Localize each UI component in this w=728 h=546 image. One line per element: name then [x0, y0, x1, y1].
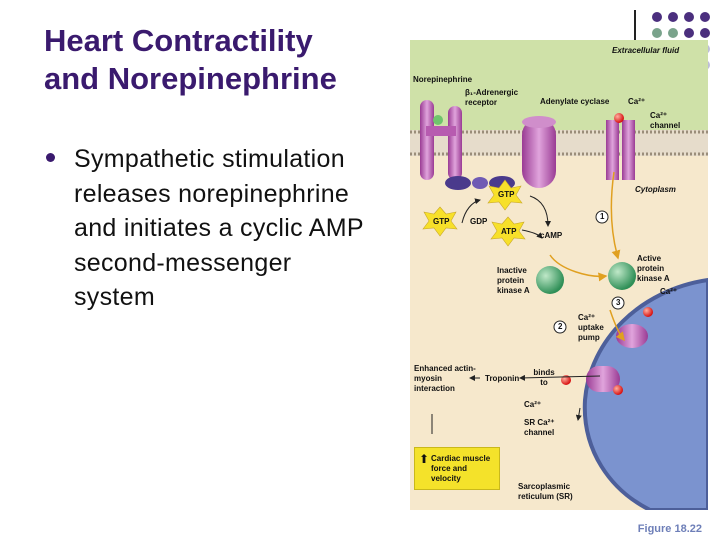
- lbl-step-2: 2: [558, 322, 563, 331]
- adenylate-cyclase: [522, 116, 556, 188]
- sarcoplasmic-reticulum: [582, 277, 708, 510]
- slide-title: Heart Contractility and Norepinephrine: [44, 22, 337, 98]
- lbl-ca-pka: Ca²⁺: [660, 287, 678, 296]
- lbl-camp: cAMP: [540, 231, 563, 240]
- step-1-circle: [595, 210, 609, 224]
- lbl-enhanced: Enhanced actin-myosin interaction: [414, 364, 476, 393]
- active-pka: [608, 262, 636, 290]
- gtp-burst-left: [422, 206, 458, 237]
- lbl-troponin: Troponin: [485, 374, 520, 383]
- lbl-ca-top: Ca²⁺: [628, 97, 646, 106]
- ca-channel: [606, 113, 635, 180]
- atp-burst: [490, 216, 526, 247]
- step-3-circle: [611, 296, 625, 310]
- title-line-1: Heart Contractility: [44, 23, 313, 58]
- lbl-cardiac-muscle: Cardiac muscle force and velocity: [431, 454, 491, 483]
- lbl-step-3: 3: [616, 298, 621, 307]
- lbl-inactive-pka: Inactive protein kinase A: [497, 266, 530, 295]
- ca-uptake-pump: [609, 309, 648, 348]
- beta1-receptor: [420, 100, 462, 180]
- lbl-binds-to: binds to: [533, 368, 555, 387]
- up-arrow-icon: ⬆: [419, 452, 430, 466]
- gtp-burst-top: [487, 179, 523, 211]
- lbl-beta1-receptor: β₁-Adrenergic receptor: [465, 88, 519, 107]
- sr-ca-channel: [561, 366, 623, 395]
- inactive-pka: [536, 266, 564, 294]
- lbl-sarcoplasmic: Sarcoplasmic reticulum (SR): [518, 482, 573, 501]
- lbl-ca-uptake-pump: Ca²⁺ uptake pump: [578, 313, 604, 342]
- bullet-text: Sympathetic stimulation releases norepin…: [74, 145, 364, 311]
- title-line-2: and Norepinephrine: [44, 61, 337, 96]
- step-2-circle: [553, 320, 567, 334]
- lbl-gtp-top: GTP: [498, 190, 515, 199]
- lbl-ca-channel: Ca²⁺ channel: [650, 111, 681, 130]
- lbl-extracellular: Extracellular fluid: [612, 46, 680, 55]
- figure-diagram: [410, 40, 708, 510]
- lbl-step-1: 1: [600, 212, 605, 221]
- lbl-ca-sr: Ca²⁺: [524, 400, 542, 409]
- bullet-marker: [46, 153, 55, 162]
- lbl-active-pka: Active protein kinase A: [637, 254, 670, 283]
- lbl-atp: ATP: [501, 227, 517, 236]
- lbl-gtp-left: GTP: [433, 217, 450, 226]
- lbl-gdp: GDP: [470, 217, 488, 226]
- lbl-cytoplasm: Cytoplasm: [635, 185, 676, 194]
- lbl-norepinephrine: Norepinephrine: [413, 75, 473, 84]
- cardiac-muscle-box: [414, 447, 500, 490]
- lbl-sr-ca-channel: SR Ca²⁺ channel: [524, 418, 555, 437]
- lbl-adenylate-cyclase: Adenylate cyclase: [540, 97, 610, 106]
- figure-caption: Figure 18.22: [637, 523, 702, 535]
